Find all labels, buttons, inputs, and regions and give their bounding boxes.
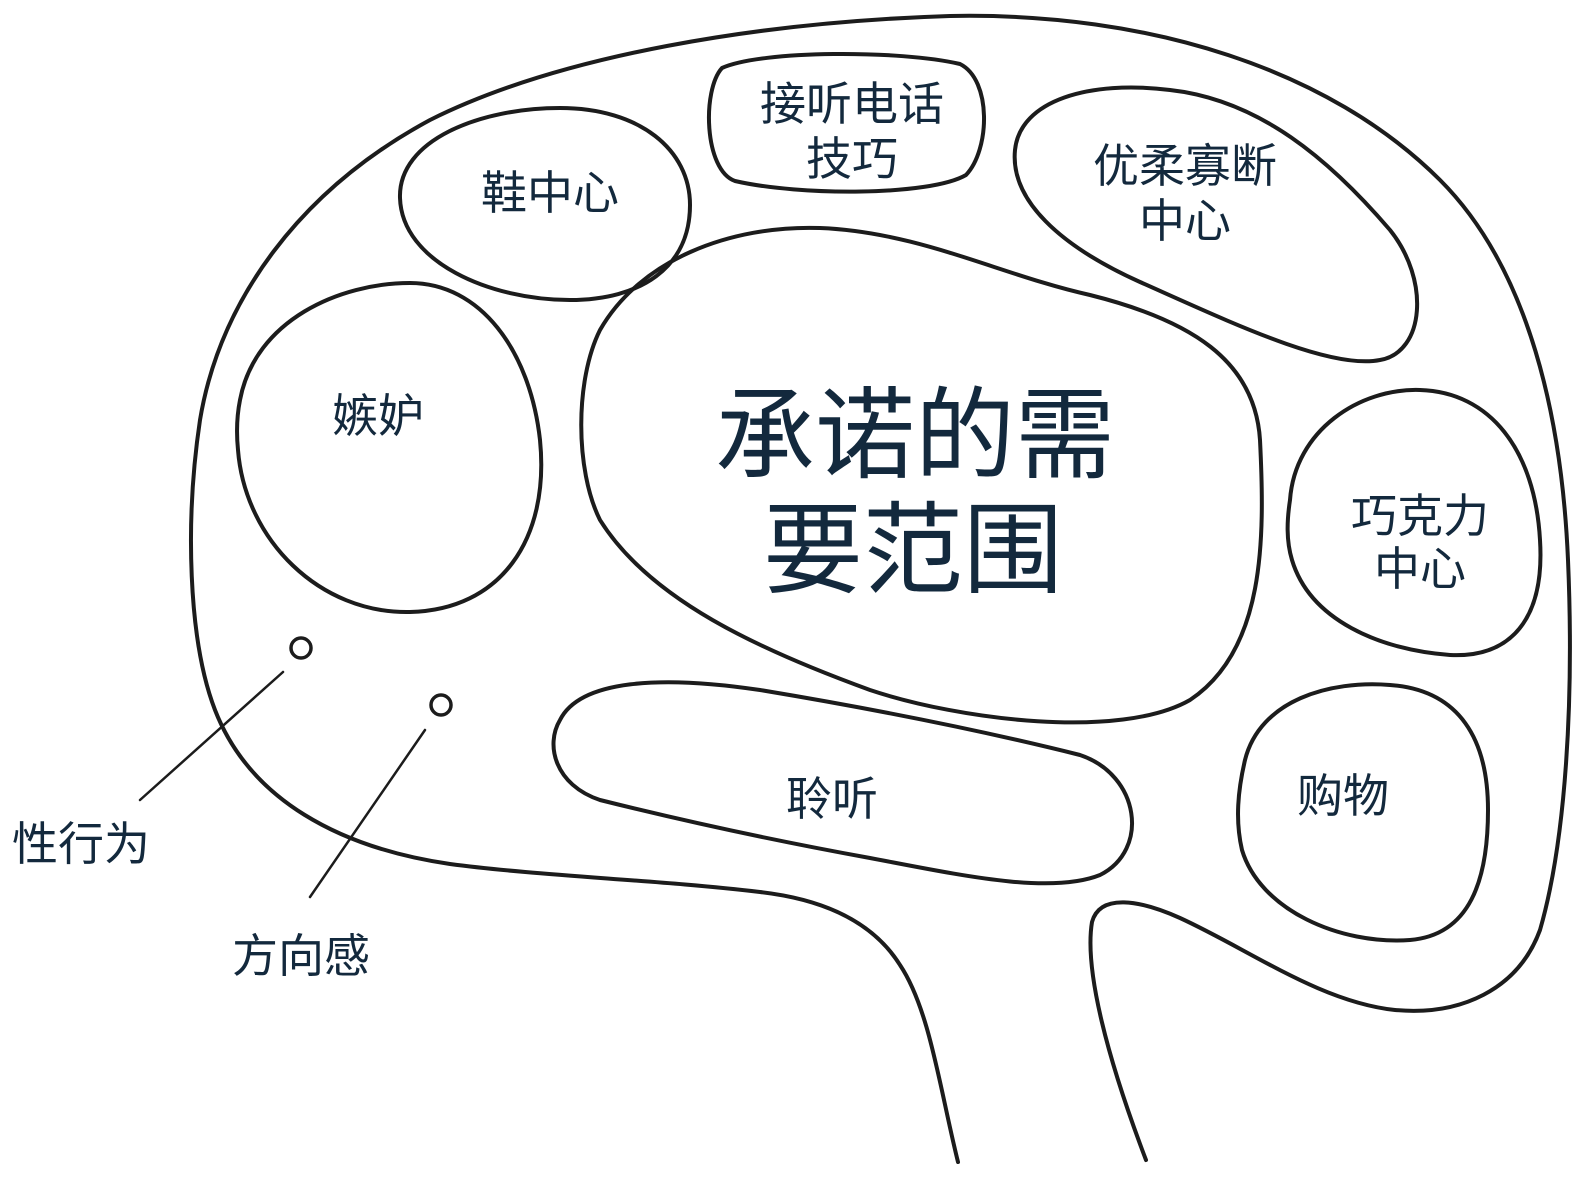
region-jealousy-label: 嫉妒: [332, 389, 424, 443]
pointer-sex-line: [138, 670, 285, 802]
region-indecision-label-line1: 优柔寡断: [1093, 139, 1277, 193]
region-indecision: 优柔寡断 中心: [1012, 85, 1420, 364]
region-phone-skills-label-line2: 技巧: [806, 132, 898, 186]
region-chocolate: 巧克力 中心: [1285, 387, 1543, 658]
pointer-direction-dot: [429, 693, 453, 717]
region-shoes: 鞋中心: [397, 106, 692, 302]
region-shopping: 购物: [1236, 682, 1490, 943]
region-indecision-label-line2: 中心: [1139, 194, 1231, 248]
region-commitment-label-line1: 承诺的需: [715, 377, 1115, 494]
region-phone-skills-label-line1: 接听电话: [760, 77, 944, 131]
region-phone-skills-outline: [706, 51, 986, 194]
region-chocolate-label-line2: 中心: [1374, 542, 1466, 596]
region-shopping-outline: [1236, 682, 1490, 943]
region-jealousy-outline: [234, 281, 544, 615]
region-listening: 聆听: [551, 680, 1135, 886]
brain-outline: [189, 13, 1572, 1164]
region-listening-label: 聆听: [786, 772, 878, 826]
region-jealousy: 嫉妒: [234, 281, 544, 615]
region-listening-outline: [551, 680, 1135, 886]
pointer-direction: 方向感: [232, 693, 453, 983]
region-chocolate-label-line1: 巧克力: [1351, 489, 1489, 543]
region-commitment-label-line2: 要范围: [763, 492, 1063, 609]
pointer-sex: 性行为: [12, 636, 313, 871]
region-commitment-outline: [579, 225, 1264, 725]
pointer-direction-label: 方向感: [232, 929, 370, 983]
region-phone-skills: 接听电话 技巧: [706, 51, 986, 194]
region-shoes-label: 鞋中心: [481, 166, 619, 220]
pointer-sex-label: 性行为: [12, 817, 150, 871]
region-commitment: 承诺的需 要范围: [579, 225, 1264, 725]
region-indecision-outline: [1012, 85, 1420, 364]
pointer-sex-dot: [289, 636, 313, 660]
pointer-direction-line: [308, 728, 427, 899]
region-chocolate-outline: [1285, 387, 1543, 658]
region-shoes-outline: [397, 106, 692, 302]
region-shopping-label: 购物: [1297, 769, 1389, 823]
